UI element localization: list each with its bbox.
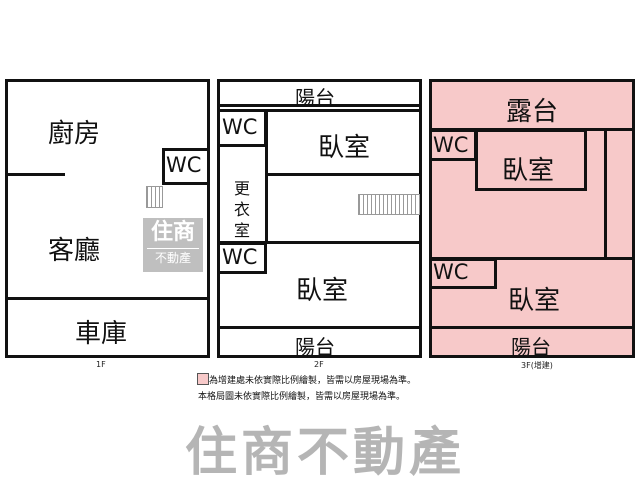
- floor-2f-plan: [217, 79, 422, 358]
- room-kitchen: 廚房: [48, 119, 101, 149]
- wall: [217, 241, 422, 244]
- wall: [5, 297, 210, 300]
- stairs-icon: [358, 194, 420, 215]
- wall: [5, 173, 65, 176]
- room-wc: WC: [166, 153, 202, 177]
- wall: [217, 104, 422, 107]
- floor-1f-plan: [5, 79, 210, 358]
- room-terrace: 露台: [506, 97, 559, 127]
- floor-label-2f: 2F: [314, 360, 324, 369]
- room-living: 客廳: [48, 236, 101, 266]
- wall: [265, 109, 422, 112]
- wall: [429, 326, 635, 329]
- watermark-logo-bottom: 不動產: [147, 248, 199, 266]
- watermark-text: 住商不動產: [185, 423, 466, 483]
- room-garage: 車庫: [75, 319, 128, 349]
- floor-3f-plan: [429, 79, 635, 358]
- floor-label-1f: 1F: [96, 360, 106, 369]
- room-bedroom: 臥室: [318, 133, 371, 163]
- legend-swatch: [197, 373, 209, 385]
- note-addition: 為增建處未依實際比例繪製，皆需以房屋現場為準。: [209, 376, 417, 386]
- wall: [265, 109, 268, 244]
- stairs-icon: [146, 186, 163, 208]
- note-general: 本格局圖未依實際比例繪製，皆需以房屋現場為準。: [198, 392, 406, 402]
- wall: [429, 257, 635, 260]
- room-balcony: 陽台: [511, 335, 551, 359]
- room-bedroom: 臥室: [502, 156, 555, 186]
- wc-box: [217, 242, 267, 274]
- room-bedroom: 臥室: [296, 276, 349, 306]
- room-wc: WC: [222, 115, 258, 139]
- room-closet: 更衣室: [233, 179, 250, 240]
- room-bedroom: 臥室: [508, 286, 561, 316]
- room-wc: WC: [433, 260, 469, 284]
- room-balcony: 陽台: [295, 335, 335, 359]
- watermark-logo-top: 住商: [150, 220, 195, 245]
- room-wc: WC: [433, 133, 469, 157]
- wall: [265, 173, 422, 176]
- bedroom-box: [475, 129, 587, 191]
- wall: [217, 326, 422, 329]
- room-wc: WC: [222, 245, 258, 269]
- watermark-logo: 住商 不動產: [143, 218, 203, 272]
- wc-box: [162, 148, 210, 185]
- wall: [604, 129, 607, 259]
- wc-box: [429, 258, 497, 289]
- room-balcony: 陽台: [295, 86, 335, 110]
- floor-label-3f: 3F(增建): [521, 361, 553, 370]
